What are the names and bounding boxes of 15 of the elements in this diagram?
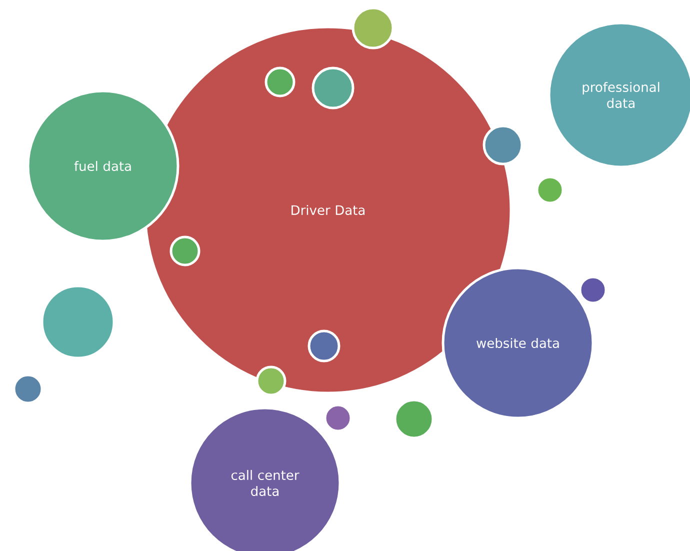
bubble: [40, 284, 116, 360]
bubble: [578, 276, 608, 304]
bubble: [256, 366, 286, 396]
bubble: [394, 398, 434, 440]
bubble: website data: [442, 266, 594, 420]
bubble: [312, 66, 354, 110]
bubble: [12, 374, 44, 404]
bubble: call center data: [188, 406, 342, 551]
bubble: [536, 176, 564, 204]
bubble: [482, 124, 524, 166]
bubble: professional data: [548, 22, 690, 168]
bubble: [324, 404, 352, 432]
bubble: [308, 330, 340, 362]
bubble: fuel data: [26, 90, 180, 242]
bubble: [352, 6, 394, 50]
